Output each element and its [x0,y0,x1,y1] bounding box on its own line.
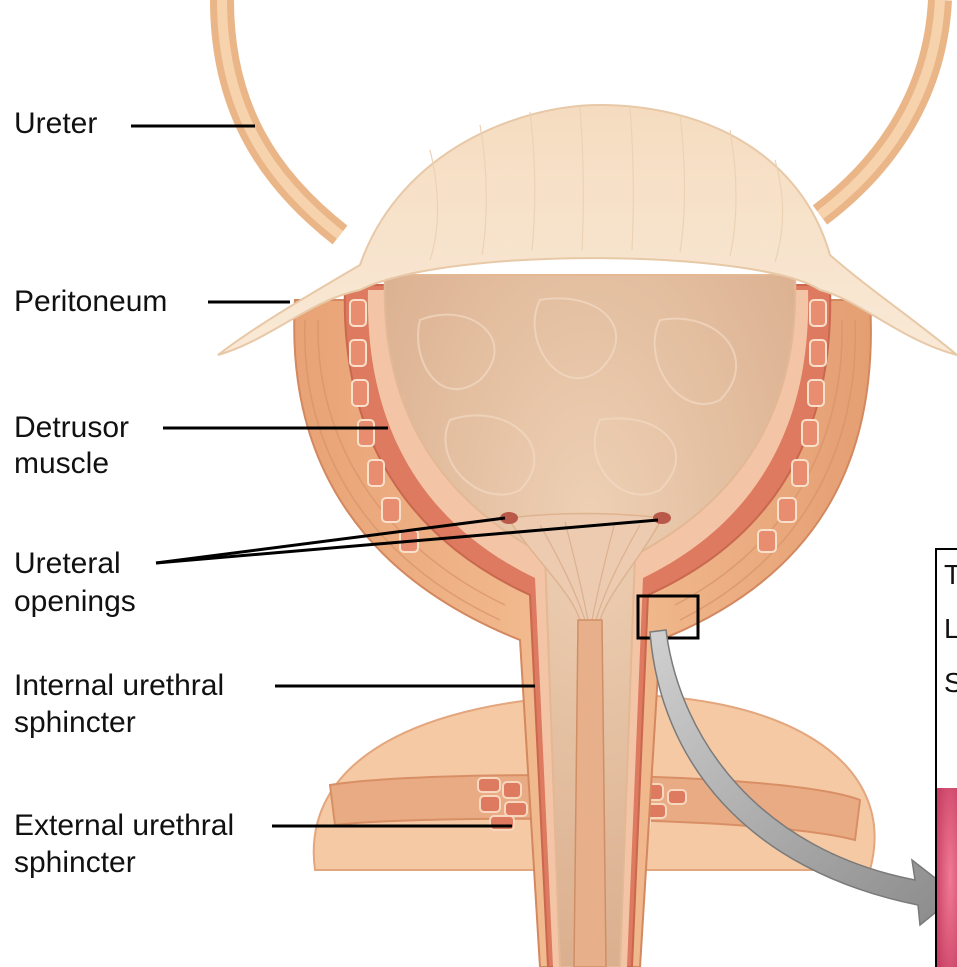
inset-text-line3: S [944,666,957,700]
left-ureter-highlight [222,0,340,235]
inset-text-line2: L [944,612,957,646]
label-ureter: Ureter [14,106,97,142]
urethra [574,620,606,967]
right-ureter [820,0,940,215]
label-ureteral-line1: Ureteral [14,546,121,582]
label-external-line1: External urethral [14,808,234,844]
label-internal-line1: Internal urethral [14,668,224,704]
inset-text-line1: T [944,558,957,592]
inset-tissue-image [937,788,957,967]
label-internal-line2: sphincter [14,705,136,741]
right-ureteral-opening [653,512,671,524]
label-peritoneum: Peritoneum [14,284,167,320]
label-ureteral-line2: openings [14,584,136,620]
label-detrusor-line1: Detrusor [14,410,129,446]
label-external-line2: sphincter [14,845,136,881]
label-detrusor-line2: muscle [14,446,109,482]
